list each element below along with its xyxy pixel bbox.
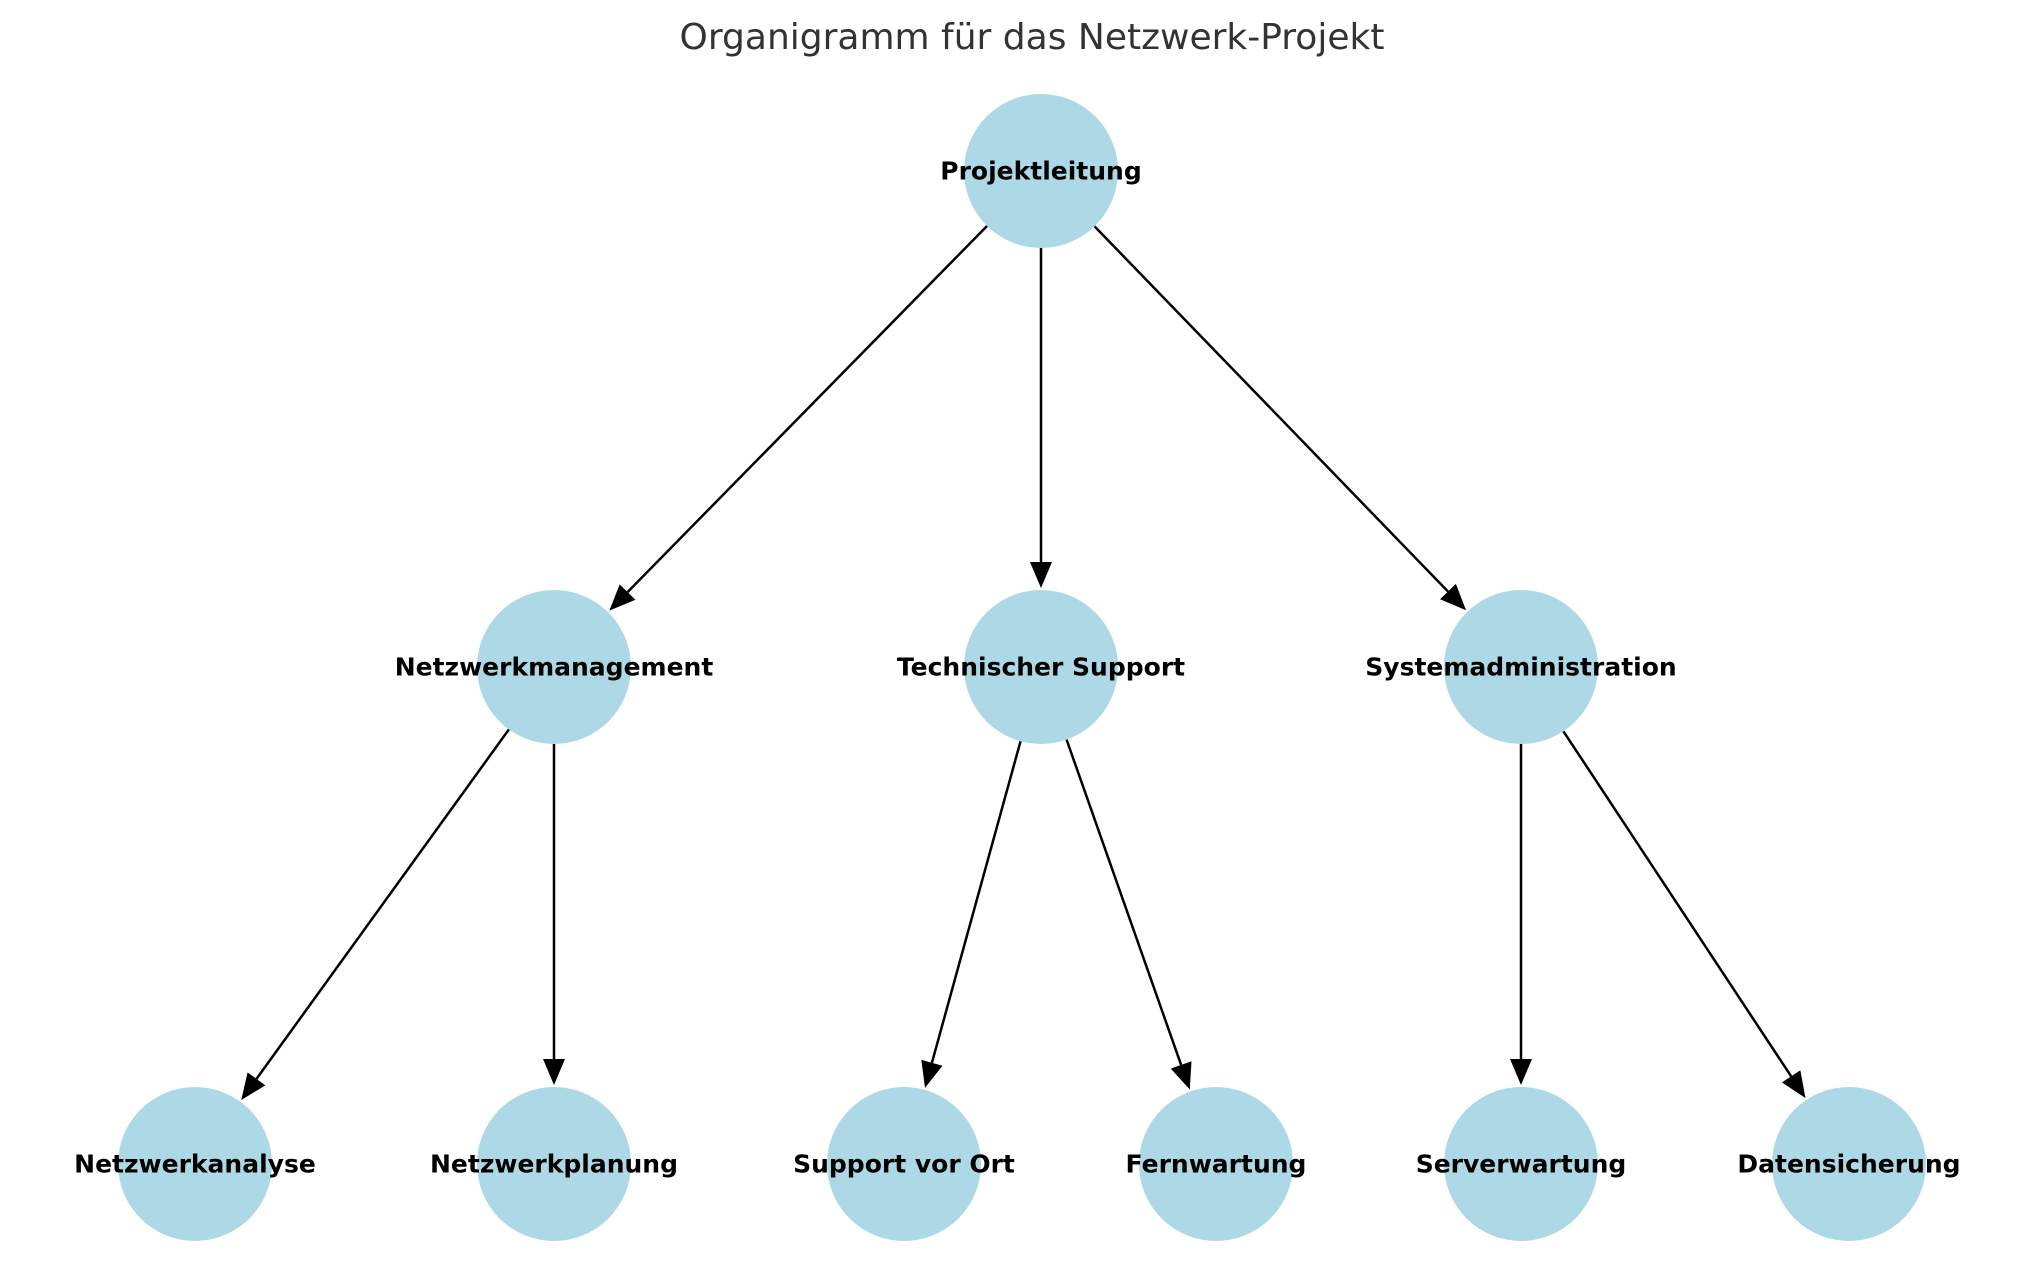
node-label: Technischer Support: [897, 653, 1185, 682]
node-label: Projektleitung: [940, 157, 1141, 186]
node-circle: [477, 590, 631, 744]
node-technischer-support: Technischer Support: [897, 590, 1185, 744]
node-systemadministration: Systemadministration: [1365, 590, 1677, 744]
arrowhead-datensicherung: [1781, 1070, 1806, 1099]
node-label: Datensicherung: [1737, 1150, 1960, 1179]
node-fernwartung: Fernwartung: [1126, 1087, 1307, 1241]
node-serverwartung: Serverwartung: [1416, 1087, 1627, 1241]
arrowhead-netzwerkanalyse: [241, 1072, 266, 1100]
node-label: Support vor Ort: [793, 1150, 1015, 1179]
edge-projektleitung-to-netzwerkmanagement: [626, 225, 988, 593]
node-support-vor-ort: Support vor Ort: [793, 1087, 1015, 1241]
node-label: Netzwerkmanagement: [395, 653, 714, 682]
arrowhead-netzwerkmanagement: [609, 584, 636, 611]
arrowhead-serverwartung: [1510, 1059, 1532, 1085]
node-datensicherung: Datensicherung: [1737, 1087, 1961, 1241]
node-circle: [1772, 1087, 1926, 1241]
node-projektleitung: Projektleitung: [940, 94, 1142, 248]
arrowhead-systemadministration: [1440, 583, 1467, 611]
node-circle: [964, 590, 1118, 744]
arrowhead-support-vor-ort: [921, 1059, 943, 1088]
node-label: Netzwerkplanung: [430, 1150, 678, 1179]
edge-technischer-support-to-support-vor-ort: [930, 740, 1022, 1064]
node-label: Netzwerkanalyse: [74, 1150, 316, 1179]
node-label: Serverwartung: [1416, 1150, 1627, 1179]
node-circle: [477, 1087, 631, 1241]
arrowhead-netzwerkplanung: [543, 1059, 565, 1085]
edge-systemadministration-to-datensicherung: [1562, 730, 1793, 1078]
node-netzwerkplanung: Netzwerkplanung: [430, 1087, 678, 1241]
node-netzwerkmanagement: Netzwerkmanagement: [395, 590, 714, 744]
node-circle: [964, 94, 1118, 248]
chart-title: Organigramm für das Netzwerk-Projekt: [680, 17, 1385, 58]
node-label: Fernwartung: [1126, 1150, 1307, 1179]
node-label: Systemadministration: [1365, 653, 1676, 682]
node-circle: [118, 1087, 272, 1241]
arrowhead-technischer-support: [1030, 562, 1052, 588]
arrowhead-fernwartung: [1170, 1061, 1192, 1090]
node-circle: [1139, 1087, 1293, 1241]
node-circle: [827, 1087, 981, 1241]
edge-projektleitung-to-systemadministration: [1093, 225, 1449, 593]
edge-technischer-support-to-fernwartung: [1065, 739, 1183, 1066]
edges-layer: [241, 225, 1806, 1100]
edge-netzwerkmanagement-to-netzwerkanalyse: [255, 728, 510, 1080]
node-circle: [1444, 590, 1598, 744]
node-netzwerkanalyse: Netzwerkanalyse: [74, 1087, 316, 1241]
node-circle: [1444, 1087, 1598, 1241]
